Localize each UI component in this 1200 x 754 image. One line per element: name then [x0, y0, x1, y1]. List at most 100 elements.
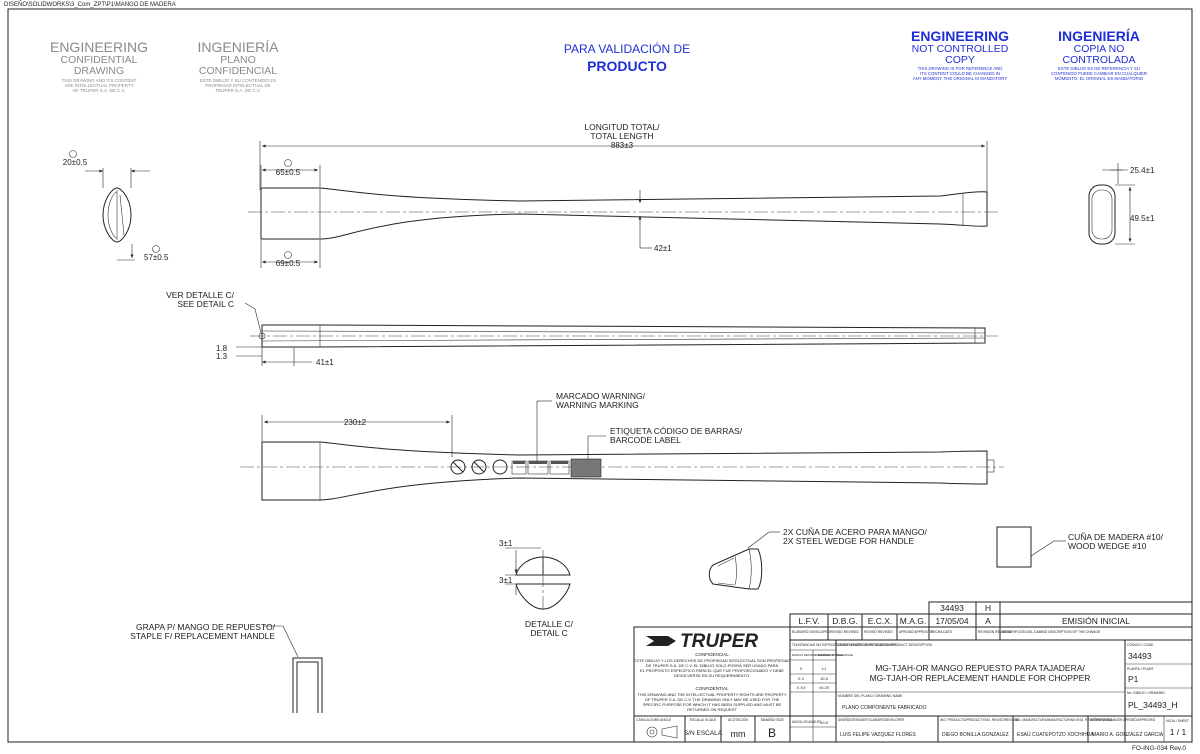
- dim-49: 49.5±1: [1130, 214, 1155, 223]
- svg-text:THIS DRAWING IS FOR REFERENCE: THIS DRAWING IS FOR REFERENCE AND: [918, 66, 1003, 71]
- staple: GRAPA P/ MANGO DE REPUESTO/ STAPLE F/ RE…: [130, 622, 323, 713]
- svg-text:TRUPER S.A. DE C.V.: TRUPER S.A. DE C.V.: [215, 88, 260, 93]
- steel-wedge-label-es: 2X CUÑA DE ACERO PARA MANGO/: [783, 527, 928, 537]
- svg-text:±1: ±1: [822, 666, 827, 671]
- svg-text:±0.5: ±0.5: [820, 721, 827, 725]
- svg-text:TOLERANCIAS NO ESPECIFICADAS /: TOLERANCIAS NO ESPECIFICADAS / UNSPECIFI…: [792, 643, 897, 647]
- svg-text:ING. MANUFACTURA/MANUFACTURING: ING. MANUFACTURA/MANUFACTURING ENG. REVI…: [1015, 717, 1113, 722]
- svg-text:THIS DRAWING AND THE INTELLECT: THIS DRAWING AND THE INTELLECTUAL PROPER…: [637, 692, 787, 697]
- warning-marking: [450, 459, 570, 475]
- svg-text:PROPIEDAD INTELECTUAL DE: PROPIEDAD INTELECTUAL DE: [205, 83, 271, 88]
- handle-side-view: VER DETALLE C/ SEE DETAIL C 1.8 1.3 41±1: [166, 290, 998, 367]
- svg-text:PLANTA / PLANT: PLANTA / PLANT: [1127, 667, 1154, 671]
- svg-text:FECHA DATE: FECHA DATE: [931, 630, 953, 634]
- detail-c-label-en: DETAIL C: [530, 628, 567, 638]
- handle-top-view: LONGITUD TOTAL/ TOTAL LENGTH 883±3 65±0.…: [248, 122, 998, 268]
- sheet-number: 1 / 1: [1170, 727, 1187, 737]
- svg-text:RETURNED ON REQUEST: RETURNED ON REQUEST: [687, 707, 737, 712]
- file-path: DISEÑO\SOLIDWORKS\3_Com_ZPT\P1\MANGO DE …: [4, 1, 176, 8]
- svg-text:ENGINEERING: ENGINEERING: [911, 28, 1009, 44]
- svg-text:CONTENIDO PUEDE CAMBIAR EN CUA: CONTENIDO PUEDE CAMBIAR EN CUALQUIER: [1051, 71, 1147, 76]
- section-left: 20±0.5 57±0.5: [63, 150, 169, 262]
- svg-text:TAMAÑO/ SIZE: TAMAÑO/ SIZE: [760, 717, 784, 722]
- manufacturing-engineer-name: ESAÚ CUATEPOTZO XOCHIHUA: [1017, 731, 1094, 738]
- product-code: 34493: [1128, 651, 1152, 661]
- product-engineer-name: DIEGO BONILLA GONZALEZ: [942, 732, 1009, 738]
- steel-wedge-label-en: 2X STEEL WEDGE FOR HANDLE: [783, 536, 914, 546]
- svg-text:ESTE DIBUJO Y LOS DERECHOS DE: ESTE DIBUJO Y LOS DERECHOS DE PROPIEDAD …: [634, 658, 791, 663]
- barcode-label: [570, 458, 602, 478]
- svg-text:INGENIERÍA: INGENIERÍA: [1058, 28, 1140, 44]
- stamp-engineering-confidential: ENGINEERING CONFIDENTIAL DRAWING THIS DR…: [50, 39, 148, 93]
- svg-text:COPIA NO: COPIA NO: [1074, 43, 1125, 55]
- manager-name: MARIO A. GONZALEZ GARCIA: [1092, 732, 1164, 738]
- product-description-en: MG-TJAH-OR REPLACEMENT HANDLE FOR CHOPPE…: [870, 673, 1091, 683]
- svg-text:APROBÓ APPROVED: APROBÓ APPROVED: [899, 629, 934, 634]
- revision-description: EMISIÓN INICIAL: [1062, 616, 1130, 626]
- svg-text:DESCRIPCIÓN DEL CAMBIO DESCRIP: DESCRIPCIÓN DEL CAMBIO DESCRIPTION OF TH…: [1002, 629, 1101, 634]
- svg-text:CONFIDENCIAL: CONFIDENCIAL: [695, 652, 729, 657]
- svg-text:NOT CONTROLLED: NOT CONTROLLED: [912, 43, 1009, 55]
- svg-text:X: X: [800, 666, 803, 671]
- detail-c-label-es: DETALLE C/: [525, 619, 574, 629]
- svg-text:DE TRUPER S.A. DE C.V. EL DIB: DE TRUPER S.A. DE C.V. EL DIBUJO SOLO PO…: [646, 663, 779, 668]
- dim-20: 20±0.5: [63, 158, 88, 167]
- warning-label-es: MARCADO WARNING/: [556, 391, 646, 401]
- initials-1: L.F.V.: [799, 616, 820, 626]
- svg-text:TOLERANCIA TOLERANCE: TOLERANCIA TOLERANCE: [815, 653, 853, 657]
- third-angle-projection-icon: [646, 725, 678, 739]
- see-detail-c-en: SEE DETAIL C: [177, 299, 234, 309]
- detail-c: 3±1 3±1 DETALLE C/ DETAIL C: [499, 539, 574, 638]
- product-description-es: MG-TJAH-OR MANGO REPUESTO PARA TAJADERA/: [875, 663, 1085, 673]
- svg-text:RANGO DECIMAL DECIMAL RANGE: RANGO DECIMAL DECIMAL RANGE: [792, 653, 843, 657]
- svg-text:±0.5: ±0.5: [820, 676, 829, 681]
- svg-text:PARA VALIDACIÓN DE: PARA VALIDACIÓN DE: [564, 41, 690, 56]
- sheet-border: [7, 8, 1193, 743]
- dim-3-a: 3±1: [499, 539, 513, 548]
- svg-text:REVISÓ REVISED: REVISÓ REVISED: [864, 629, 893, 634]
- svg-text:DRAWING: DRAWING: [74, 65, 124, 77]
- svg-text:EL PROPÓSITO ESPECÍFICO PARA E: EL PROPÓSITO ESPECÍFICO PARA EL QUE FUE …: [640, 668, 784, 673]
- svg-text:DEVOLVERSE EN SU REQUERIMIENTO: DEVOLVERSE EN SU REQUERIMIENTO.: [674, 673, 750, 678]
- svg-text:ESTE DIBUJO ES DE REFERENCIA Y: ESTE DIBUJO ES DE REFERENCIA Y SU: [1058, 66, 1140, 71]
- svg-text:ÁNGULOS ANGLES: ÁNGULOS ANGLES: [792, 720, 821, 724]
- wood-wedge-label-es: CUÑA DE MADERA #10/: [1068, 532, 1164, 542]
- dim-42: 42±1: [654, 244, 672, 253]
- staple-label-en: STAPLE F/ REPLACEMENT HANDLE: [130, 631, 275, 641]
- stamp-ingenieria-no-controlada: INGENIERÍA COPIA NO CONTROLADA ESTE DIBU…: [1051, 28, 1147, 81]
- designer-name: LUIS FELIPE VAZQUEZ FLORES: [840, 732, 916, 738]
- see-detail-c-es: VER DETALLE C/: [166, 290, 235, 300]
- svg-text:COPY: COPY: [945, 54, 975, 66]
- svg-text:DISEÑÓ/DESIGNER ELABORÓ/DEVELO: DISEÑÓ/DESIGNER ELABORÓ/DEVELOPER: [838, 717, 905, 722]
- svg-text:ELABORÓ DEVELOPED: ELABORÓ DEVELOPED: [792, 629, 831, 634]
- svg-text:OF TRUPER S.A. DE C.V. THE DR: OF TRUPER S.A. DE C.V. THE DRAWING ONLY …: [645, 697, 780, 702]
- staple-label-es: GRAPA P/ MANGO DE REPUESTO/: [136, 622, 276, 632]
- svg-text:HOJA / SHEET: HOJA / SHEET: [1166, 719, 1189, 723]
- svg-text:REVISIÓN REVISION: REVISIÓN REVISION: [978, 629, 1012, 634]
- revision-part-no: 34493: [940, 603, 964, 613]
- svg-text:DESCRIPCIÓN DEL PRODUCTO /PROD: DESCRIPCIÓN DEL PRODUCTO /PRODUCT DESCRI…: [838, 642, 932, 647]
- stamp-engineering-not-controlled: ENGINEERING NOT CONTROLLED COPY THIS DRA…: [911, 28, 1009, 81]
- stamp-validation: PARA VALIDACIÓN DE PRODUCTO: [564, 41, 690, 74]
- svg-text:ITS CONTENT COULD BE CHANGED I: ITS CONTENT COULD BE CHANGED IN: [920, 71, 1000, 76]
- sheet-size: B: [768, 726, 776, 740]
- form-code: FO-ING-034 Rev.0: [1132, 745, 1186, 752]
- dim-41: 41±1: [316, 358, 334, 367]
- svg-text:PRODUCTO: PRODUCTO: [587, 58, 667, 74]
- dim-57: 57±0.5: [144, 253, 169, 262]
- svg-text:±0.25: ±0.25: [819, 685, 830, 690]
- scale-value: S/N ESCALA: [684, 730, 723, 737]
- svg-text:INGENIERÍA: INGENIERÍA: [198, 39, 280, 55]
- drawing-name: PLANO COMPONENTE FABRICADO: [842, 705, 927, 711]
- dim-230: 230±2: [344, 418, 367, 427]
- wood-wedge: CUÑA DE MADERA #10/ WOOD WEDGE #10: [996, 526, 1164, 568]
- initials-2: D.B.G.: [832, 616, 858, 626]
- total-length-label-en: TOTAL LENGTH: [590, 131, 653, 141]
- svg-text:ANY MOMENT, THE ORIGINAL IS MA: ANY MOMENT, THE ORIGINAL IS MANDATORY: [913, 76, 1008, 81]
- svg-text:CONTROLADA: CONTROLADA: [1063, 54, 1136, 66]
- warning-label-en: WARNING MARKING: [556, 400, 639, 410]
- svg-text:ARE INTELLECTUAL PROPERTY: ARE INTELLECTUAL PROPERTY: [64, 83, 133, 88]
- revision-rev: H: [985, 603, 991, 613]
- barcode-label-en: BARCODE LABEL: [610, 435, 681, 445]
